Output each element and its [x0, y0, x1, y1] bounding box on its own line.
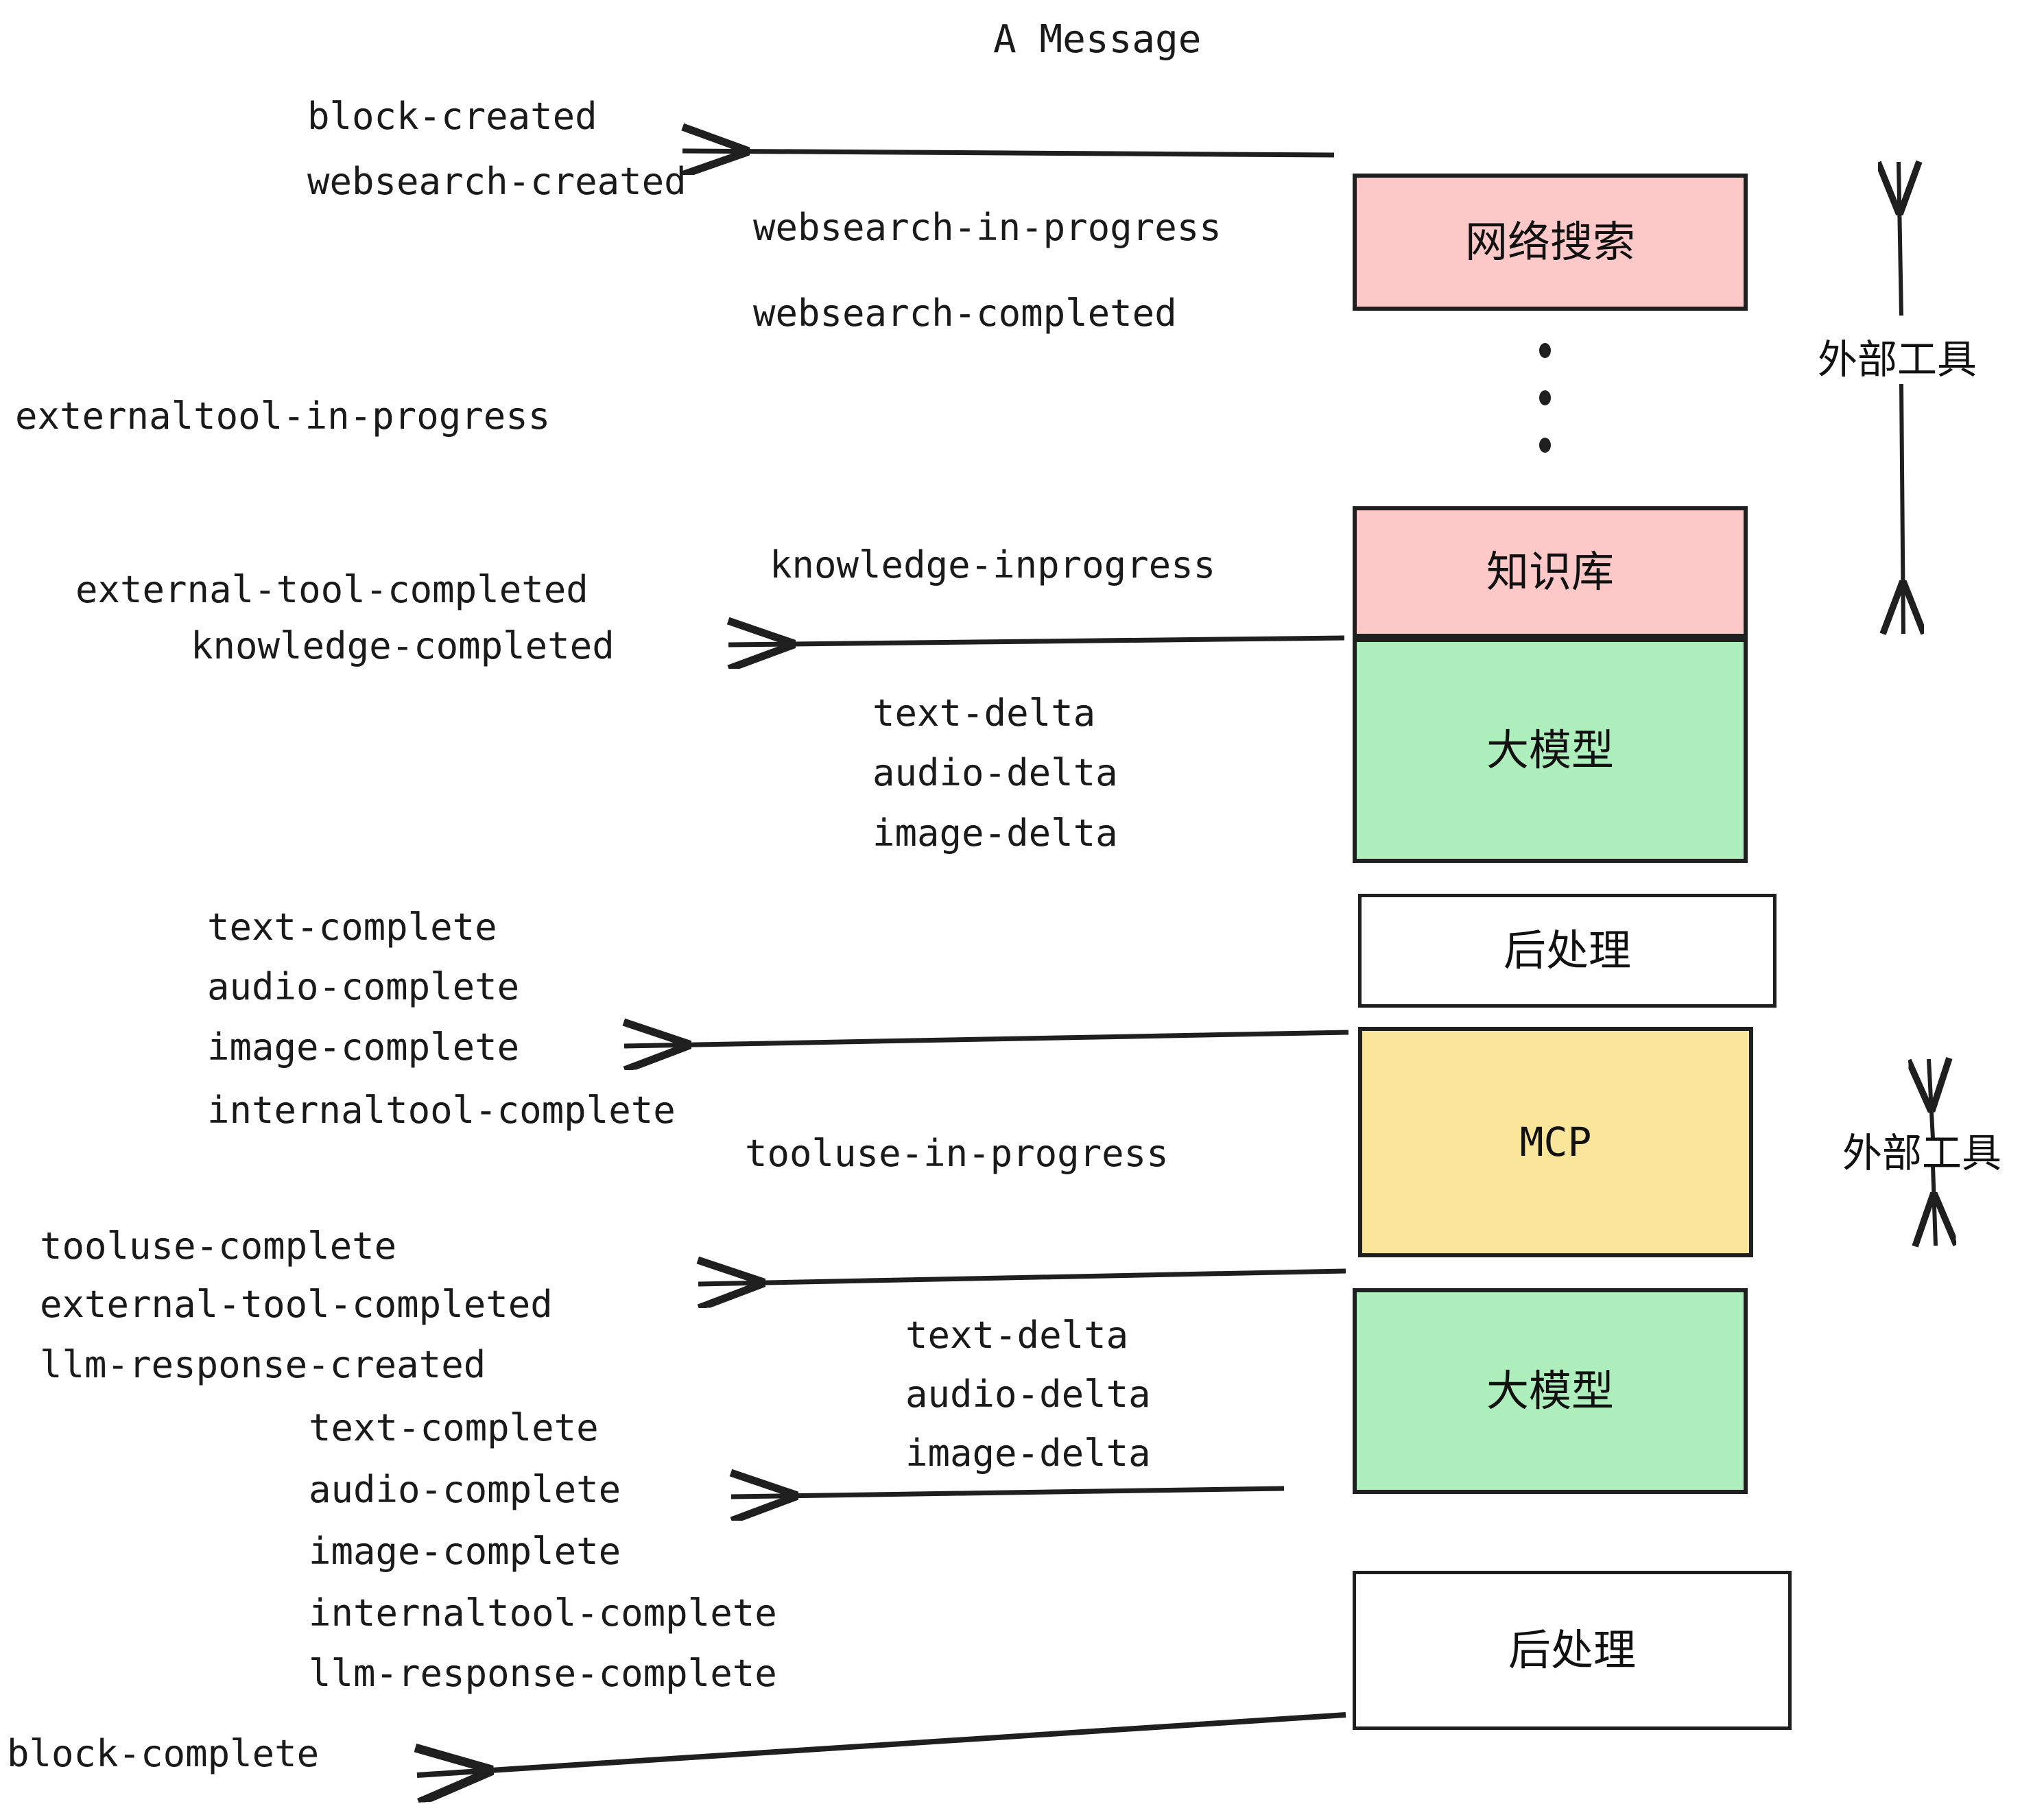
event-externaltool-in-progress: externaltool-in-progress	[15, 394, 551, 438]
event-text-delta-1: text-delta	[872, 691, 1096, 735]
event-text-complete-2: text-complete	[309, 1406, 599, 1449]
external-tools-label-top: 外部工具	[1818, 336, 1977, 383]
event-external-tool-completed-1: external-tool-completed	[75, 568, 589, 611]
event-websearch-completed: websearch-completed	[753, 292, 1177, 335]
node-llm-1[interactable]: 大模型	[1353, 638, 1748, 863]
ellipsis-dot	[1538, 438, 1551, 453]
arrow-websearch-to-events	[682, 151, 1335, 155]
event-tooluse-complete: tooluse-complete	[40, 1224, 397, 1268]
node-knowledge-label: 知识库	[1486, 547, 1614, 597]
event-internaltool-complete-2: internaltool-complete	[309, 1591, 777, 1635]
event-block-created: block-created	[307, 95, 597, 138]
event-text-delta-2: text-delta	[905, 1314, 1129, 1357]
node-knowledge[interactable]: 知识库	[1353, 506, 1748, 638]
vertical-ellipsis	[1538, 343, 1552, 453]
node-llm-1-label: 大模型	[1486, 725, 1614, 775]
event-llm-response-complete: llm-response-complete	[309, 1652, 777, 1695]
node-websearch[interactable]: 网络搜索	[1353, 174, 1748, 311]
arrow-mcp-to-events	[698, 1271, 1346, 1284]
ellipsis-dot	[1538, 343, 1551, 358]
arrow-knowledge-to-events	[728, 638, 1345, 645]
node-postprocess-2[interactable]: 后处理	[1353, 1571, 1792, 1730]
event-websearch-in-progress: websearch-in-progress	[753, 206, 1222, 249]
event-image-complete-1: image-complete	[207, 1025, 520, 1069]
external-tools-arrow-bottom-down	[1933, 1165, 1936, 1246]
event-websearch-created: websearch-created	[307, 160, 687, 203]
page-title: A Message	[993, 17, 1202, 62]
arrow-postprocess2-to-block	[417, 1712, 1346, 1775]
event-block-complete: block-complete	[7, 1732, 320, 1775]
node-llm-2[interactable]: 大模型	[1353, 1288, 1748, 1494]
node-postprocess-2-label: 后处理	[1508, 1625, 1636, 1675]
event-llm-response-created: llm-response-created	[40, 1343, 486, 1386]
event-image-complete-2: image-complete	[309, 1530, 621, 1573]
node-websearch-label: 网络搜索	[1464, 217, 1635, 267]
node-llm-2-label: 大模型	[1486, 1366, 1614, 1416]
external-tools-arrow-top-down	[1901, 383, 1903, 634]
node-postprocess-1-label: 后处理	[1503, 925, 1631, 975]
event-external-tool-completed-2: external-tool-completed	[40, 1283, 553, 1326]
external-tools-arrow-bottom-up	[1929, 1059, 1933, 1139]
event-internaltool-complete-1: internaltool-complete	[207, 1089, 676, 1132]
event-knowledge-inprogress: knowledge-inprogress	[770, 543, 1216, 586]
event-audio-delta-2: audio-delta	[905, 1373, 1151, 1416]
ellipsis-dot	[1538, 390, 1551, 405]
arrow-llm2-to-events	[731, 1488, 1285, 1497]
event-knowledge-completed: knowledge-completed	[191, 624, 615, 667]
event-audio-complete-1: audio-complete	[207, 965, 520, 1008]
event-audio-delta-1: audio-delta	[872, 751, 1118, 794]
event-image-delta-2: image-delta	[905, 1432, 1151, 1475]
event-tooluse-in-progress: tooluse-in-progress	[745, 1132, 1169, 1175]
event-image-delta-1: image-delta	[872, 811, 1118, 855]
node-mcp[interactable]: MCP	[1358, 1027, 1753, 1257]
node-postprocess-1[interactable]: 后处理	[1358, 894, 1776, 1008]
node-mcp-label: MCP	[1519, 1119, 1592, 1165]
external-tools-arrow-top-up	[1899, 162, 1901, 316]
arrow-postprocess1-to-events	[624, 1032, 1349, 1046]
external-tools-label-bottom: 外部工具	[1842, 1130, 2002, 1176]
event-text-complete-1: text-complete	[207, 905, 497, 949]
event-audio-complete-2: audio-complete	[309, 1468, 621, 1511]
